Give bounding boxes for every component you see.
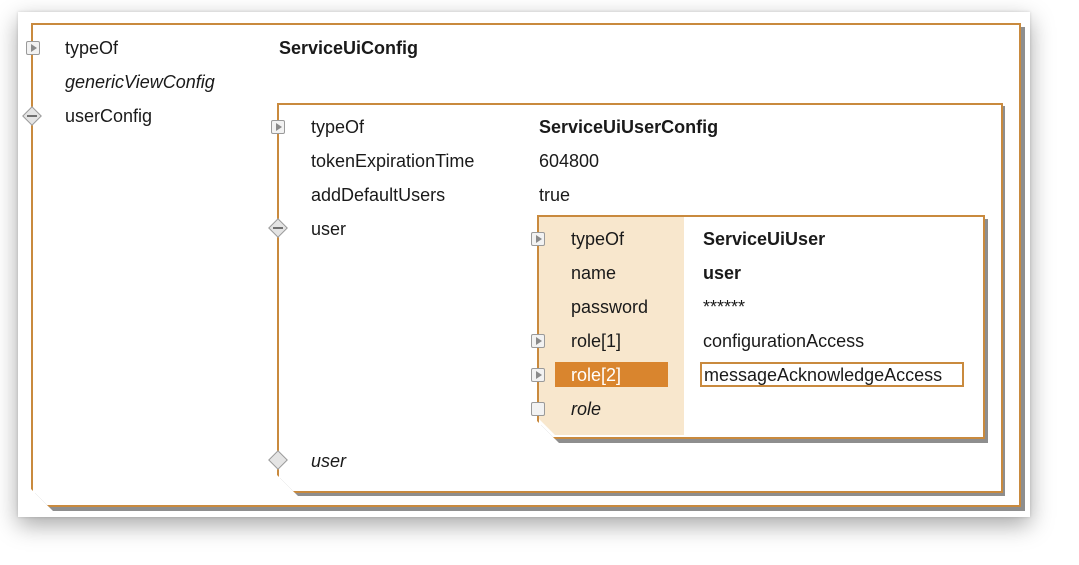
- add-user-placeholder[interactable]: user: [311, 451, 347, 471]
- field-label: typeOf: [65, 38, 119, 58]
- field-label: addDefaultUsers: [311, 185, 446, 205]
- field-value[interactable]: 604800: [539, 151, 600, 171]
- userconfig-tree-line: [277, 238, 279, 458]
- field-value: ServiceUiConfig: [279, 38, 419, 58]
- field-value[interactable]: configurationAccess: [703, 331, 865, 351]
- field-label: password: [571, 297, 649, 317]
- minus-icon: [27, 115, 37, 117]
- field-label: name: [571, 263, 617, 283]
- field-value[interactable]: user: [703, 263, 742, 283]
- expand-typeof-icon[interactable]: [271, 120, 285, 134]
- root-tree-line: [31, 126, 33, 486]
- field-value: ServiceUiUser: [703, 229, 826, 249]
- field-label: tokenExpirationTime: [311, 151, 475, 171]
- field-label: role[1]: [571, 331, 622, 351]
- field-value[interactable]: messageAcknowledgeAccess: [704, 365, 943, 385]
- add-role-placeholder[interactable]: role: [571, 399, 602, 419]
- add-role-icon[interactable]: [531, 402, 545, 416]
- field-value[interactable]: ******: [703, 297, 746, 317]
- field-label: userConfig: [65, 106, 153, 126]
- expand-typeof-icon[interactable]: [531, 232, 545, 246]
- value-editor-box[interactable]: [700, 362, 964, 387]
- field-label: user: [311, 219, 347, 239]
- expand-role-icon[interactable]: [531, 368, 545, 382]
- field-label-selected[interactable]: role[2]: [571, 365, 622, 385]
- field-value: ServiceUiUserConfig: [539, 117, 719, 137]
- expand-role-icon[interactable]: [531, 334, 545, 348]
- minus-icon: [273, 227, 283, 229]
- expand-typeof-icon[interactable]: [26, 41, 40, 55]
- field-label: genericViewConfig: [65, 72, 215, 92]
- user-key-panel: [539, 217, 684, 435]
- selected-label-highlight: [555, 362, 668, 387]
- field-label: typeOf: [311, 117, 365, 137]
- field-value[interactable]: true: [539, 185, 571, 205]
- field-label: typeOf: [571, 229, 625, 249]
